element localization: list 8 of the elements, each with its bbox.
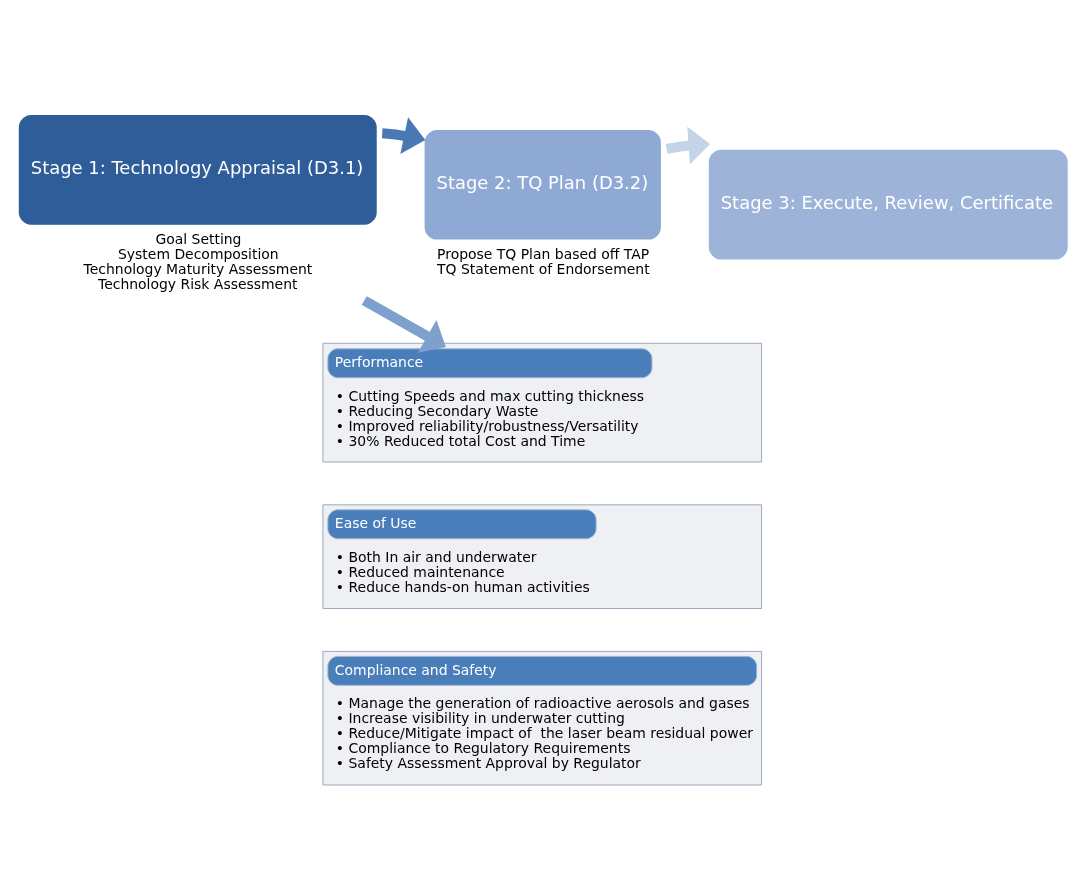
node-label: Propose TQ Plan based off TAP — [437, 245, 650, 262]
arrow — [381, 117, 426, 155]
node-label: Goal Setting — [155, 230, 242, 247]
arrow — [665, 126, 711, 165]
arrow — [361, 296, 446, 353]
node-box: Stage 2: TQ Plan (D3.2) — [424, 129, 661, 240]
node-box: Stage 1: Technology Appraisal (D3.1) — [18, 114, 377, 225]
node-box: Stage 3: Execute, Review, Certificate — [708, 149, 1068, 260]
